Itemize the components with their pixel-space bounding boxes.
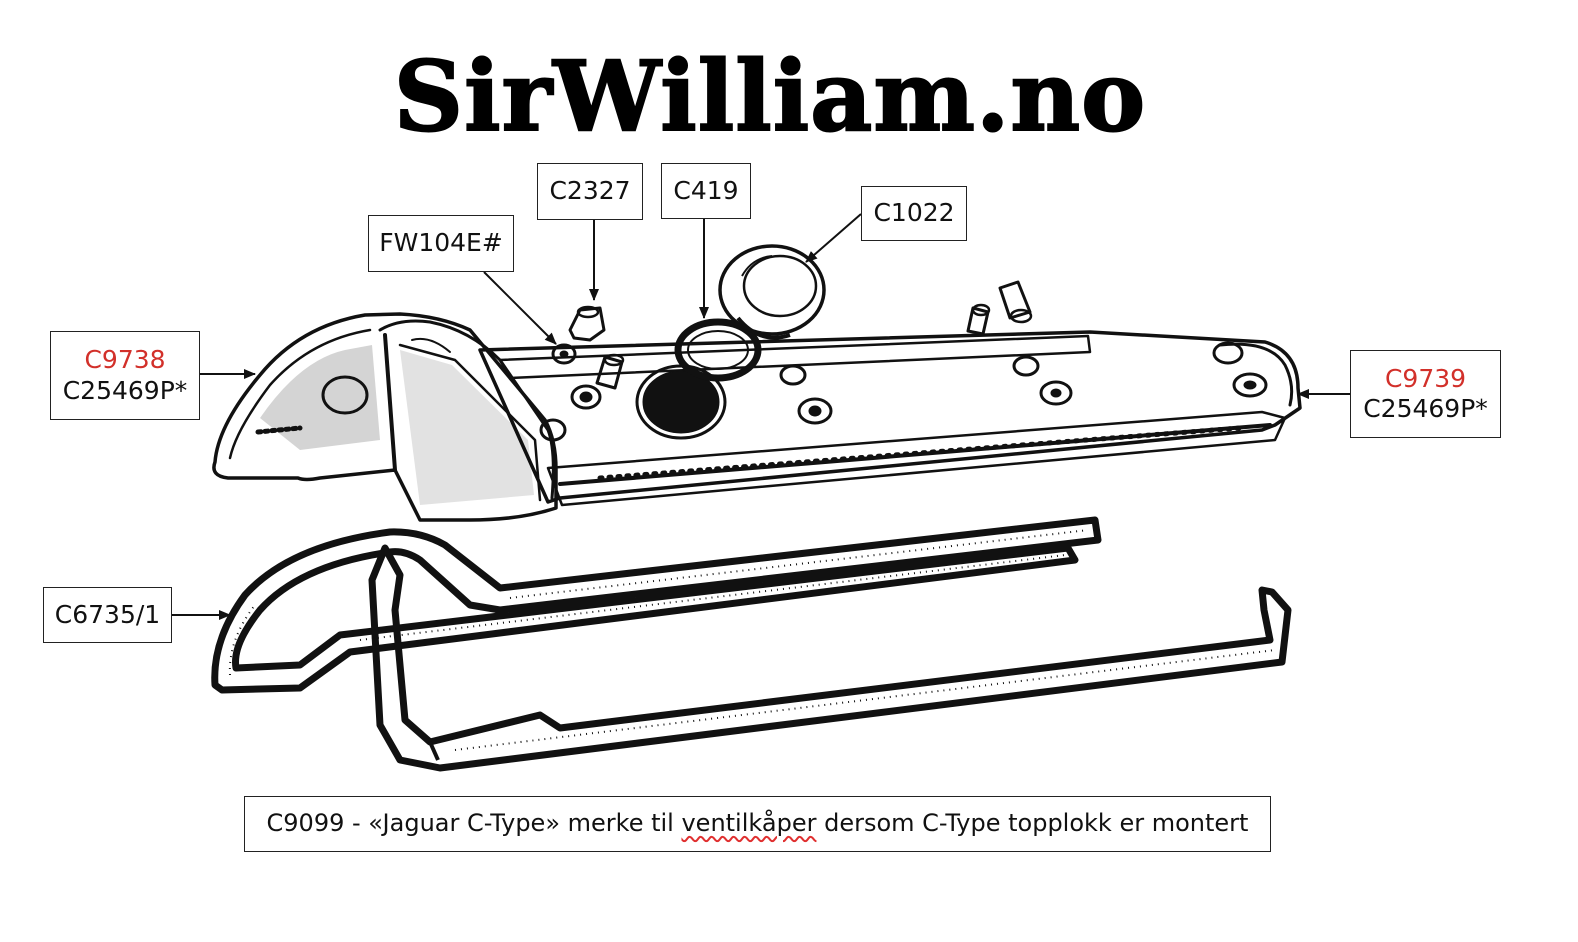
part-label-c9739: C9739 C25469P* (1350, 350, 1501, 438)
part-label-c419: C419 (661, 163, 751, 219)
caption-text-start: C9099 - «Jaguar C-Type» merke til (266, 809, 682, 838)
caption-box: C9099 - «Jaguar C-Type» merke til ventil… (244, 796, 1271, 852)
caption-text-end: dersom C-Type topplokk er montert (816, 809, 1249, 838)
part-number: C6735/1 (54, 599, 161, 629)
part-number-highlighted: C9739 (1384, 363, 1467, 393)
leader-fw104e (483, 271, 557, 345)
caption-spellcheck-word: ventilkåper (681, 809, 817, 838)
part-number: C419 (673, 175, 739, 205)
leader-lines (172, 213, 1350, 620)
part-number: FW104E# (379, 228, 503, 258)
part-label-fw104e: FW104E# (368, 215, 514, 272)
part-number: C1022 (873, 198, 955, 228)
part-label-c1022: C1022 (861, 186, 967, 241)
part-number-alternative: C25469P* (62, 375, 188, 405)
part-label-c9738: C9738 C25469P* (50, 331, 200, 420)
loose-parts-illustration (551, 244, 826, 382)
part-number-alternative: C25469P* (1363, 394, 1488, 423)
gasket-illustration (211, 516, 1292, 772)
leader-c1022 (805, 213, 862, 263)
site-title: SirWilliam.no (393, 39, 1147, 154)
gasket-texture (228, 529, 1276, 751)
part-number-highlighted: C9738 (84, 345, 166, 374)
part-number: C2327 (549, 176, 631, 206)
part-label-c2327: C2327 (537, 163, 643, 220)
part-label-c6735: C6735/1 (43, 587, 172, 643)
cam-cover-illustration (212, 280, 1302, 522)
